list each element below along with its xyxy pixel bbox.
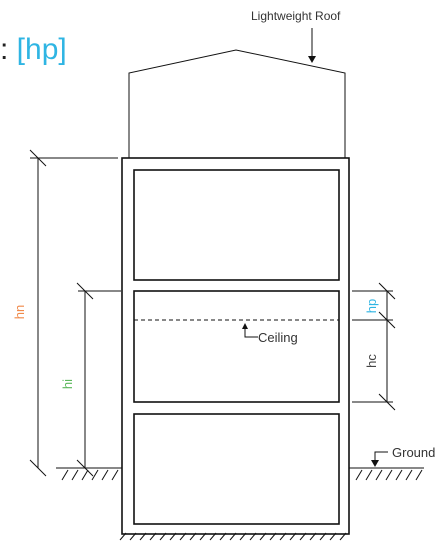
dimension-hn — [29, 149, 118, 477]
middle-floor-panel — [133, 290, 340, 403]
ground-label: Ground — [392, 445, 435, 460]
dimension-hp-hc — [352, 282, 396, 411]
dimension-hi — [76, 282, 121, 477]
title-fragment: : [hp] — [0, 30, 67, 70]
lower-floor-panel — [133, 413, 340, 525]
building-frame — [121, 157, 350, 535]
roof-label: Lightweight Roof — [251, 9, 341, 23]
ground-right — [349, 467, 424, 481]
ceiling-arrow — [242, 323, 258, 338]
ground-left — [56, 467, 122, 481]
foundation-hatch — [119, 532, 347, 541]
ground-arrow — [371, 451, 388, 467]
hp-label: hp — [364, 299, 379, 313]
hc-label: hc — [364, 354, 379, 368]
title-prefix: : — [0, 33, 17, 66]
title-term-hp: [hp] — [16, 33, 67, 66]
ceiling-label: Ceiling — [258, 330, 298, 345]
hi-label: hi — [60, 379, 75, 389]
hn-label: hn — [12, 305, 27, 319]
roof-arrow — [308, 28, 316, 63]
upper-floor-panel — [133, 169, 340, 281]
lightweight-roof — [128, 49, 346, 158]
